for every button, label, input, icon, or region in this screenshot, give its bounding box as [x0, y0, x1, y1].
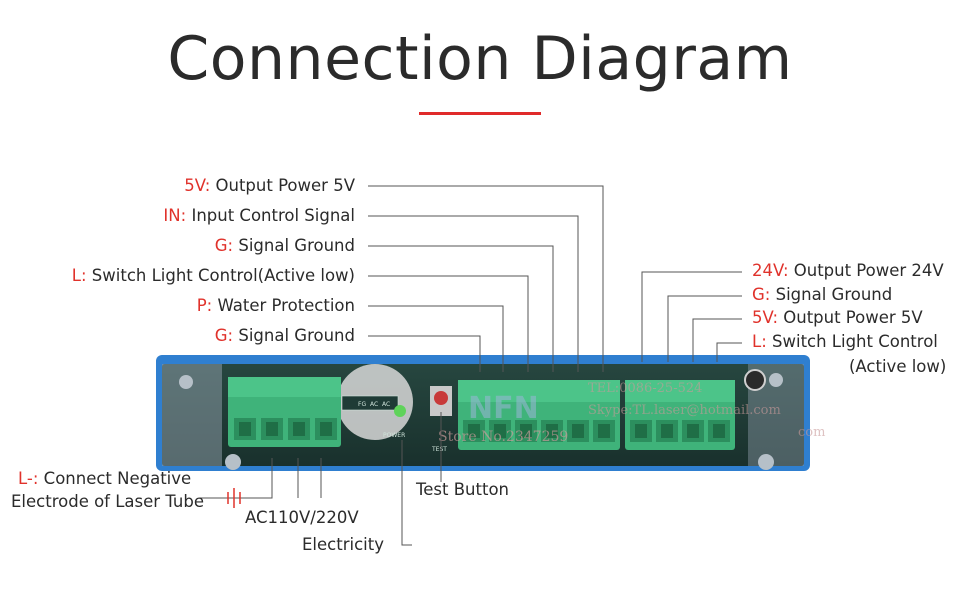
label-24v-output: 24V: Output Power 24V — [752, 261, 944, 281]
label-l-negative-line2: Electrode of Laser Tube — [11, 492, 204, 511]
label-code: L: — [71, 266, 87, 285]
label-l-switch-light: L: Switch Light Control(Active low) — [72, 266, 355, 286]
label-l-negative-line1: L-: Connect Negative — [18, 469, 191, 489]
label-text: Signal Ground — [233, 326, 355, 345]
label-code: P: — [196, 296, 213, 315]
label-text: Switch Light Control — [766, 332, 938, 351]
title-underline — [419, 112, 541, 115]
label-text: Water Protection — [212, 296, 355, 315]
test-button-icon — [434, 391, 448, 405]
label-text: Output Power 5V — [210, 176, 356, 195]
power-led-icon — [394, 405, 406, 417]
watermark-store: Store No.2347259 — [438, 429, 568, 445]
label-p-water-protection: P: Water Protection — [197, 296, 355, 316]
terminal-marking-fg: FG — [358, 401, 366, 408]
label-code: 5V: — [752, 308, 778, 327]
label-g-ground-1: G: Signal Ground — [215, 236, 355, 256]
power-silkscreen: POWER — [383, 432, 405, 439]
label-ac-input: AC110V/220V — [245, 508, 359, 527]
label-text: Signal Ground — [233, 236, 355, 255]
label-code: G: — [214, 236, 234, 255]
test-silkscreen: TEST — [431, 446, 447, 453]
watermark-logo: NFN — [468, 391, 539, 426]
mains-terminal-block — [228, 377, 341, 447]
label-text: Connect Negative — [38, 469, 192, 488]
label-text: Output Power 24V — [788, 261, 944, 280]
label-code: 24V: — [752, 261, 789, 280]
watermark-com: com — [798, 425, 825, 440]
label-code: L: — [752, 332, 767, 351]
label-l-switch-light-right: L: Switch Light Control — [752, 332, 938, 352]
terminal-marking-ac: AC — [370, 401, 378, 408]
screw-icon — [225, 454, 241, 470]
label-g-ground-right: G: Signal Ground — [752, 285, 892, 305]
label-code: G: — [214, 326, 234, 345]
watermark-skype: Skype:TL.laser@hotmail.com — [588, 403, 781, 418]
label-text: Switch Light Control(Active low) — [86, 266, 355, 285]
label-5v-output-right: 5V: Output Power 5V — [752, 308, 923, 328]
terminal-marking-ac: AC — [382, 401, 390, 408]
page-title: Connection Diagram — [167, 24, 793, 94]
label-5v-output-left: 5V: Output Power 5V — [184, 176, 355, 196]
label-code: 5V: — [184, 176, 211, 195]
label-code: L-: — [18, 469, 39, 488]
screw-icon — [758, 454, 774, 470]
label-code: G: — [752, 285, 771, 304]
signal-terminal-block — [458, 380, 620, 450]
watermark-tel: TEL:0086-25-524 — [588, 381, 702, 396]
screw-icon — [179, 375, 193, 389]
label-text: Signal Ground — [770, 285, 893, 304]
label-code: IN: — [163, 206, 187, 225]
label-electricity: Electricity — [302, 535, 384, 554]
label-text: Input Control Signal — [186, 206, 355, 225]
label-g-ground-2: G: Signal Ground — [215, 326, 355, 346]
label-test-button: Test Button — [416, 480, 510, 499]
label-text: Output Power 5V — [778, 308, 923, 327]
label-in-control: IN: Input Control Signal — [163, 206, 355, 226]
screw-icon — [769, 373, 783, 387]
label-active-low-continuation: (Active low) — [849, 357, 947, 376]
output-terminal-block — [625, 380, 735, 450]
